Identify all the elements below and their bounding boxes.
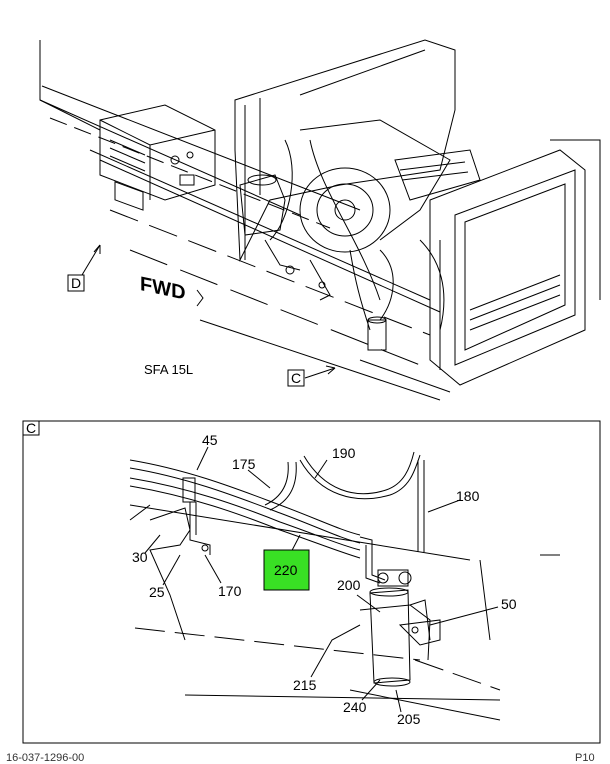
callout-180: 180: [456, 488, 480, 504]
leader-50: [429, 606, 499, 626]
callout-215: 215: [293, 677, 317, 693]
hose-190: [299, 451, 421, 500]
callout-25: 25: [149, 584, 165, 600]
callout-170: 170: [218, 583, 242, 599]
callout-30: 30: [132, 549, 148, 565]
page-reference: P10: [575, 752, 595, 764]
clamp-45: [182, 477, 211, 555]
leader-215: [310, 624, 361, 678]
leader-30: [144, 534, 161, 554]
radiator: [429, 139, 601, 386]
callout-190: 190: [332, 445, 356, 461]
callout-50: 50: [501, 596, 517, 612]
view-arrow-d: [81, 244, 101, 276]
callout-240: 240: [343, 699, 367, 715]
fuel-filter-canister: [359, 587, 431, 687]
leader-25: [162, 554, 181, 586]
callout-200: 200: [337, 577, 361, 593]
leader-205: [395, 689, 402, 713]
controller-box: [99, 104, 216, 211]
view-letter-c: C: [287, 369, 305, 387]
leader-170: [204, 554, 222, 584]
drawing-number: 16-037-1296-00: [6, 752, 85, 764]
leader-180: [427, 499, 461, 513]
coolant-reservoir: [239, 174, 286, 236]
view-letter-d-text: D: [71, 275, 81, 291]
filter-head: [377, 569, 412, 587]
callout-205: 205: [397, 711, 421, 727]
fuel-filter-top: [367, 316, 387, 351]
detail-title: C: [26, 420, 36, 436]
view-arrow-c: [304, 367, 336, 379]
hose-180: [417, 460, 425, 552]
hose-bundle: [129, 459, 361, 559]
leader-200: [356, 594, 381, 613]
detail-title-box: [22, 420, 40, 436]
forward-arrow-icon: [196, 289, 204, 307]
leader-175: [247, 469, 271, 489]
mount-bracket-50: [398, 619, 441, 646]
hose-175: [264, 461, 297, 511]
model-label: SFA 15L: [144, 362, 193, 377]
leader-240: [361, 679, 381, 701]
callout-45: 45: [202, 432, 218, 448]
bracket-25: [149, 507, 191, 641]
callout-175: 175: [232, 456, 256, 472]
callout-220: 220: [274, 562, 298, 578]
engine-assembly: [269, 119, 481, 331]
detail-frame: [22, 420, 601, 744]
highlight-220: [263, 549, 310, 591]
view-letter-c-text: C: [291, 370, 301, 386]
leader-190: [314, 459, 328, 479]
leader-45: [196, 446, 209, 471]
view-letter-d: D: [67, 274, 85, 292]
